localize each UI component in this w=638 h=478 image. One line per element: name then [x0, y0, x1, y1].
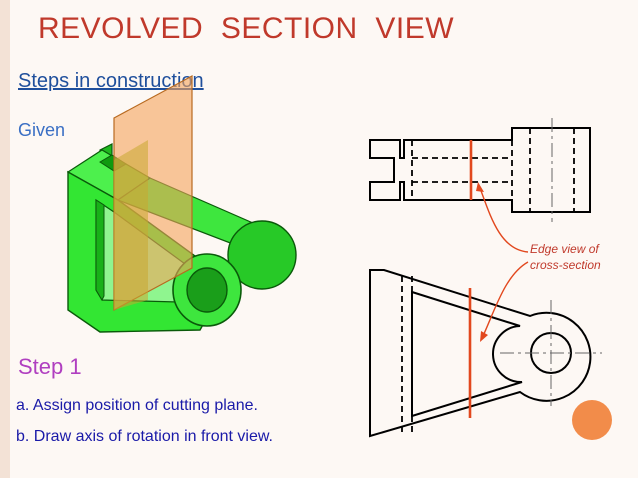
part-boss-side: [227, 220, 297, 290]
front-view: [369, 269, 602, 438]
top-view: [369, 118, 591, 222]
edge-view-annotation: Edge view of cross-section: [530, 241, 601, 273]
annotation-line-2: cross-section: [530, 258, 601, 272]
instruction-a: a. Assign position of cutting plane.: [16, 397, 258, 414]
next-slide-button[interactable]: [572, 400, 612, 440]
part-boss-hole: [186, 267, 228, 313]
step-label: Step 1: [18, 354, 82, 379]
annotation-line-1: Edge view of: [530, 242, 599, 256]
steps-heading: Steps in construction: [18, 70, 204, 92]
part-inner-shadow: [95, 199, 105, 302]
annotation-leaders: [476, 182, 529, 342]
section-shading: [114, 140, 148, 310]
slide-title: REVOLVED SECTION VIEW: [38, 12, 455, 45]
instruction-b: b. Draw axis of rotation in front view.: [16, 428, 273, 445]
slide-border: [0, 0, 10, 478]
given-label: Given: [18, 120, 66, 140]
cutting-plane: [113, 74, 193, 312]
